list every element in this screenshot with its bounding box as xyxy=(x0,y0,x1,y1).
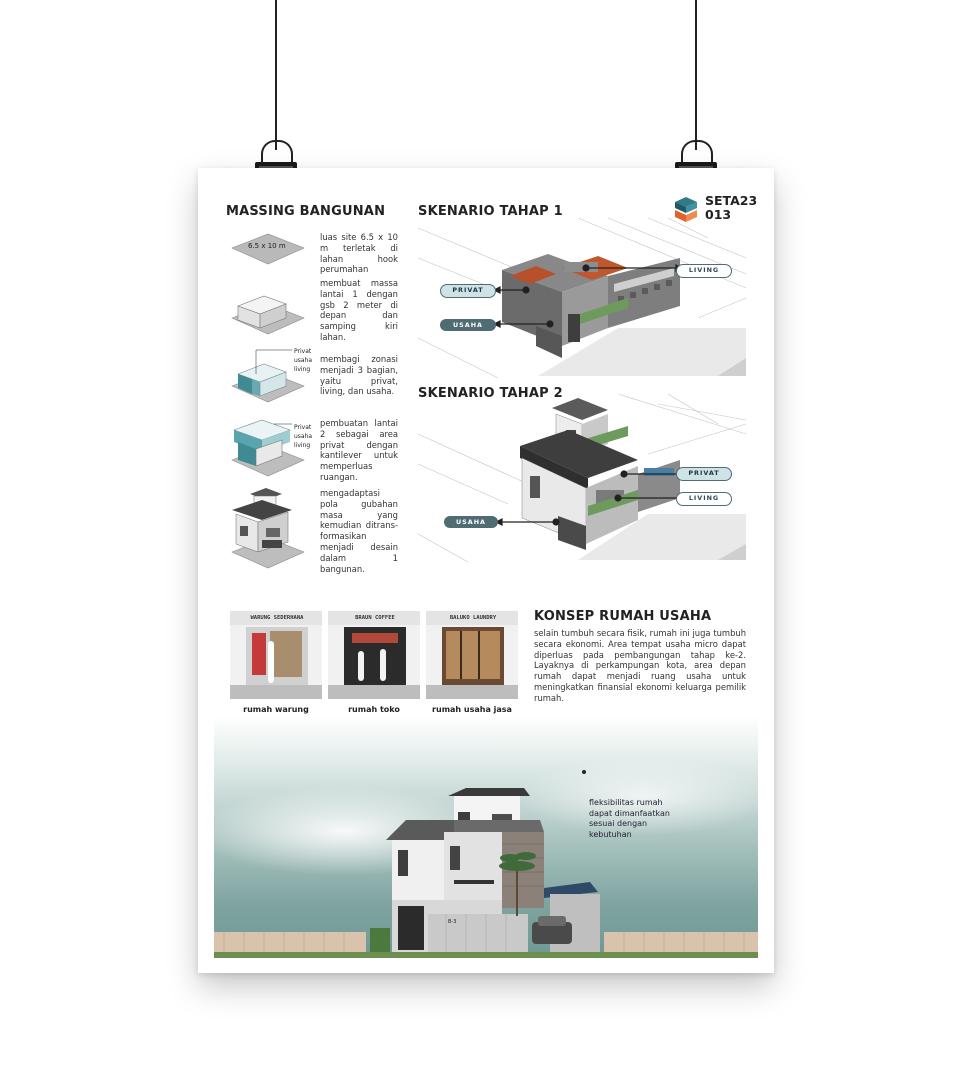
scenario1-label-privat: PRIVAT xyxy=(440,284,496,298)
scenario1-title: SKENARIO TAHAP 1 xyxy=(418,204,563,219)
scenario1-axonometric-drawing xyxy=(417,217,747,379)
zone-tag-usaha: usaha xyxy=(294,357,313,364)
shop-sign-toko: BRAUN COFFEE xyxy=(355,615,395,621)
massing-step1-text: luas site 6.5 x 10 m terletak di lahan h… xyxy=(320,232,398,275)
zone-tag-privat: Privat xyxy=(294,348,312,355)
scenario2-label-living: LIVING xyxy=(676,492,732,506)
massing-step5-diagram xyxy=(231,488,305,569)
massing-step4-diagram xyxy=(231,419,305,477)
konsep-title: KONSEP RUMAH USAHA xyxy=(534,609,712,624)
site-size-label: 6.5 x 10 m xyxy=(248,242,286,250)
massing-title: MASSING BANGUNAN xyxy=(226,204,386,219)
scenario1-label-usaha: USAHA xyxy=(440,319,496,331)
render-bullet-text: fleksibilitas rumah dapat dimanfaatkan s… xyxy=(589,798,670,839)
massing-step5-text: mengadaptasi pola gubahan masa yang kemu… xyxy=(320,488,398,574)
shop-sign-warung: WARUNG SEDERHANA xyxy=(250,615,304,621)
massing-step3-diagram xyxy=(231,349,305,403)
house-render: B-3 fleksibilitas rumah dapat dimanfaatk… xyxy=(214,716,758,958)
shop-photo-jasa: BALUKO LAUNDRY xyxy=(426,611,518,699)
shop-caption-warung: rumah warung xyxy=(243,705,309,714)
shop-caption-jasa: rumah usaha jasa xyxy=(432,705,512,714)
shop-caption-toko: rumah toko xyxy=(348,705,400,714)
scenario2-label-usaha: USAHA xyxy=(444,516,498,528)
massing-step2-text: membuat massa lantai 1 dengan gsb 2 mete… xyxy=(320,278,398,342)
zone-tag-privat-2: Privat xyxy=(294,424,312,431)
scenario2-title: SKENARIO TAHAP 2 xyxy=(418,386,563,401)
zone-tag-usaha-2: usaha xyxy=(294,433,313,440)
scenario2-axonometric-drawing xyxy=(417,393,747,563)
shop-photo-toko: BRAUN COFFEE xyxy=(328,611,420,699)
house-facade-drawing xyxy=(214,770,758,958)
scenario2-label-privat: PRIVAT xyxy=(676,467,732,481)
project-code-line2: 013 xyxy=(705,207,732,222)
massing-step3-text: membagi zonasi menjadi 3 bagian, yaitu p… xyxy=(320,354,398,397)
shop-sign-jasa: BALUKO LAUNDRY xyxy=(449,615,497,621)
shop-photo-warung: WARUNG SEDERHANA xyxy=(230,611,322,699)
project-code: SETA23 013 xyxy=(705,194,757,222)
konsep-text: selain tumbuh secara fisik, rumah ini ju… xyxy=(534,628,746,703)
house-number-plate: B-3 xyxy=(448,919,457,925)
massing-step1-diagram xyxy=(231,233,305,265)
massing-step2-diagram xyxy=(231,295,305,335)
left-hanging-wire xyxy=(275,0,277,150)
project-code-line1: SETA23 xyxy=(705,193,758,208)
logo-cube-icon xyxy=(675,197,697,222)
right-hanging-wire xyxy=(695,0,697,150)
massing-step4-text: pembuatan lantai 2 sebagai area privat d… xyxy=(320,418,398,482)
poster-sheet: MASSING BANGUNAN 6.5 x 10 m luas site 6.… xyxy=(198,168,774,973)
zone-tag-living: living xyxy=(294,366,311,373)
zone-tag-living-2: living xyxy=(294,442,311,449)
scenario1-label-living: LIVING xyxy=(676,264,732,278)
